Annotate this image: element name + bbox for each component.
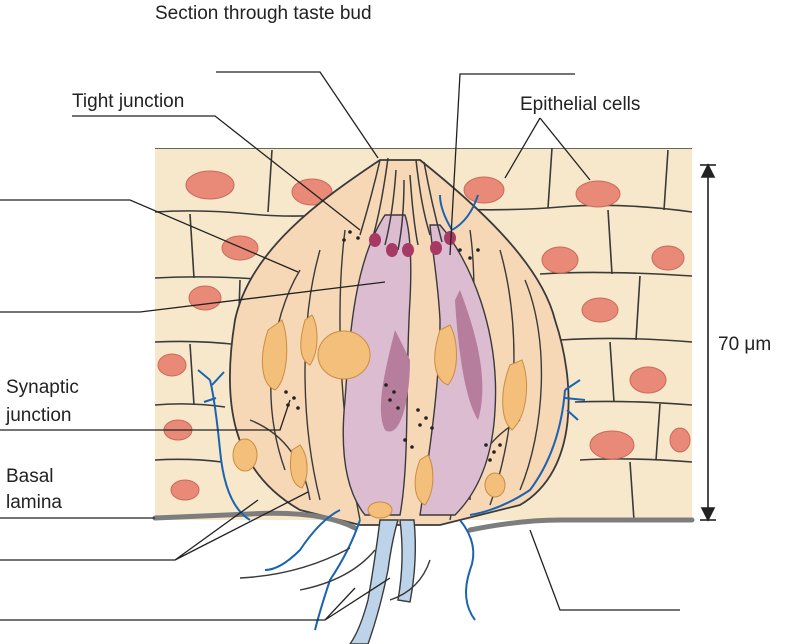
label-basal: Basal — [6, 466, 54, 487]
label-tight-junction: Tight junction — [72, 91, 185, 112]
diagram-title: Section through taste bud — [155, 3, 372, 24]
tight-junctions — [369, 231, 456, 257]
label-junction: junction — [6, 405, 72, 426]
label-epithelial-cells: Epithelial cells — [520, 94, 641, 115]
nucleus — [185, 170, 235, 200]
nerve-fibers — [197, 194, 586, 631]
leader-lines — [0, 71, 680, 621]
label-synaptic: Synaptic — [6, 377, 79, 398]
scale-bar — [700, 163, 716, 522]
label-lamina: lamina — [6, 492, 62, 513]
label-scale: 70 μm — [718, 334, 772, 355]
synaptic-vesicles — [284, 230, 502, 462]
basal-lamina — [152, 510, 695, 533]
nerve-bundle — [349, 519, 417, 644]
taste-bud — [228, 157, 570, 526]
receptor-cell — [419, 224, 497, 516]
